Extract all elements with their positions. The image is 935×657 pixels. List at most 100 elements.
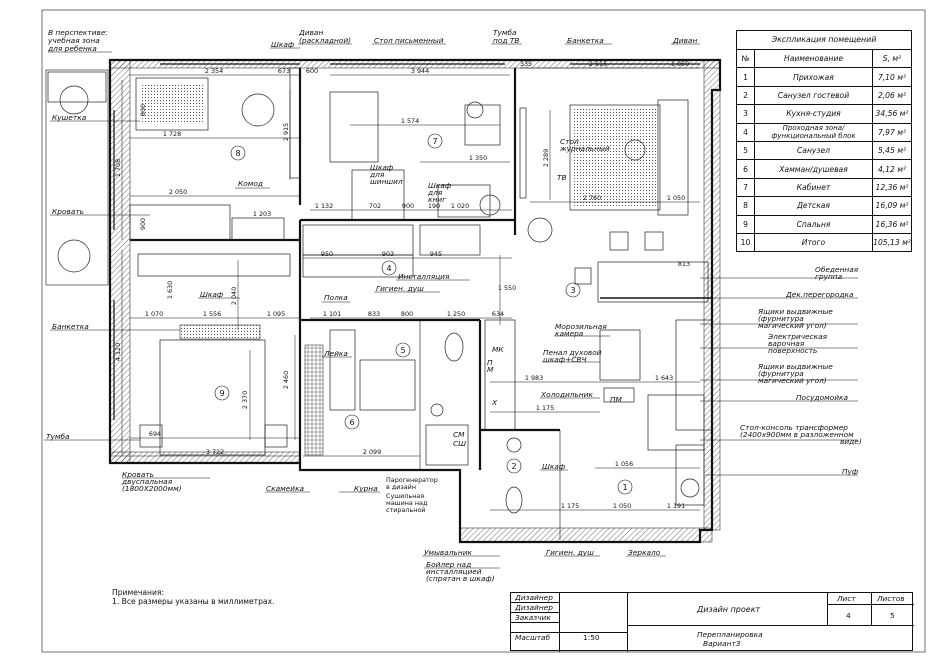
label-obed: группа [815, 272, 843, 281]
carpet-pattern [574, 109, 656, 206]
chair-icon [574, 267, 592, 285]
dim-text: 2 050 [169, 188, 187, 196]
label-sush: машина над [386, 499, 428, 507]
dim-text: 2 289 [542, 149, 550, 167]
label-stol-kons: Стол-консоль трансформер [740, 423, 848, 432]
dim-text: 903 [382, 250, 394, 258]
label-elektr: варочная [768, 339, 805, 348]
tv-stand [519, 107, 527, 199]
label-krovat2: (1800Х2000мм) [122, 484, 182, 493]
label-divan-r: (раскладной) [299, 36, 351, 45]
label-sush: стиральной [386, 506, 425, 514]
plant-icon [479, 194, 501, 216]
dim-text: 1 643 [655, 374, 673, 382]
label-yash2: магический угол) [758, 376, 827, 385]
puf-icon [680, 478, 700, 498]
dim-text: 2 040 [230, 287, 238, 305]
room-number: 4 [386, 264, 391, 273]
role-label: Дизайнер [515, 593, 553, 602]
cell: 10 [736, 232, 755, 253]
dim-text: 1 132 [315, 202, 333, 210]
label-holod: Холодильник [540, 390, 593, 399]
label-boyler: (спрятан в шкаф) [426, 574, 495, 583]
dim-text: 833 [368, 310, 380, 318]
bed-child [129, 204, 231, 241]
label-yash2: Ящики выдвижные [757, 362, 833, 371]
label-stol-zhurn: журнальный [559, 144, 610, 153]
cell: Кабинет [754, 177, 873, 198]
label-tumba: Тумба [46, 432, 70, 441]
shkaf-top [289, 67, 301, 179]
dim-text: 1 556 [203, 310, 221, 318]
dim-text: 2 099 [363, 448, 381, 456]
table-round [241, 93, 275, 127]
cell: 1 [736, 67, 755, 87]
shkaf-knig [437, 184, 491, 218]
explication-table: Экспликация помещений № Наименование S, … [736, 30, 912, 253]
shkaf-mid2 [419, 224, 481, 256]
dim-text: 800 [401, 310, 413, 318]
bed-double [159, 339, 266, 456]
label-obed: Обеденная [815, 265, 859, 274]
label-kushetka: Кушетка [52, 113, 87, 122]
dim-text: 945 [430, 250, 442, 258]
dim-text: 1 095 [267, 310, 285, 318]
label-divan: Диван [672, 36, 697, 45]
sheet-number: 4 [846, 611, 851, 620]
label-shkaf-knig: Шкаф [428, 181, 451, 190]
dim-text: 950 [321, 250, 333, 258]
dim-text: 3 722 [206, 448, 224, 456]
skameyka [304, 344, 324, 456]
dim-text: 800 [139, 104, 147, 116]
label-krovat2: Кровать [122, 470, 154, 479]
dim-text: 900 [402, 202, 414, 210]
label-moroz: Морозильная [555, 322, 607, 331]
label-shkaf-shinsh: Шкаф [370, 163, 393, 172]
cell: Детская [754, 196, 873, 216]
explication-title: Экспликация помещений [736, 30, 912, 49]
label-tumba-tv: под ТВ [493, 36, 519, 45]
dim-text: 2 460 [282, 371, 290, 389]
label-tumba-tv: Тумба [493, 28, 517, 37]
table-header-row: № Наименование S, м² [736, 48, 912, 69]
dim-text: 694 [149, 430, 161, 438]
label-krovat2: двуспальная [121, 477, 173, 486]
shkaf-shinshil [351, 169, 405, 221]
cell: 2,06 м² [872, 85, 912, 106]
toilet-icon [505, 486, 523, 514]
label-dek: Дек.перегородка [785, 290, 854, 299]
label-stol-kons: (2400х900мм в разложенном [740, 430, 854, 439]
label-sm: СШ [453, 439, 466, 448]
label-pm: ПМ [610, 395, 623, 404]
drawing-variant: Вариант3 [703, 639, 741, 648]
dim-text: 634 [492, 310, 504, 318]
dim-text: 2 760 [583, 194, 601, 202]
sm-sh-block [425, 424, 469, 466]
label-posud: Посудомойка [796, 393, 849, 402]
cell: 7,97 м² [872, 122, 912, 142]
label-yash1: (фурнитура [758, 314, 804, 323]
sheet-label: Лист [837, 594, 856, 603]
col-header: № [736, 48, 755, 69]
col-header: S, м² [872, 48, 912, 69]
chair-icon [466, 101, 484, 119]
cell: 9 [736, 214, 755, 234]
cell: 16,09 м² [872, 196, 912, 216]
room-number: 1 [622, 483, 627, 492]
kushetka [135, 77, 209, 131]
dim-text: 1 070 [145, 310, 163, 318]
label-krovat: Кровать [52, 207, 84, 216]
cell: Хамман/душевая [754, 159, 873, 179]
bottom-wall-hatch [459, 527, 713, 543]
role-label: Заказчик [515, 613, 551, 622]
cell: 34,56 м² [872, 104, 912, 124]
balcony [45, 69, 109, 286]
cell: 7,10 м² [872, 67, 912, 87]
cell: Итого [754, 232, 873, 253]
label-puf: Пуф [842, 467, 858, 476]
